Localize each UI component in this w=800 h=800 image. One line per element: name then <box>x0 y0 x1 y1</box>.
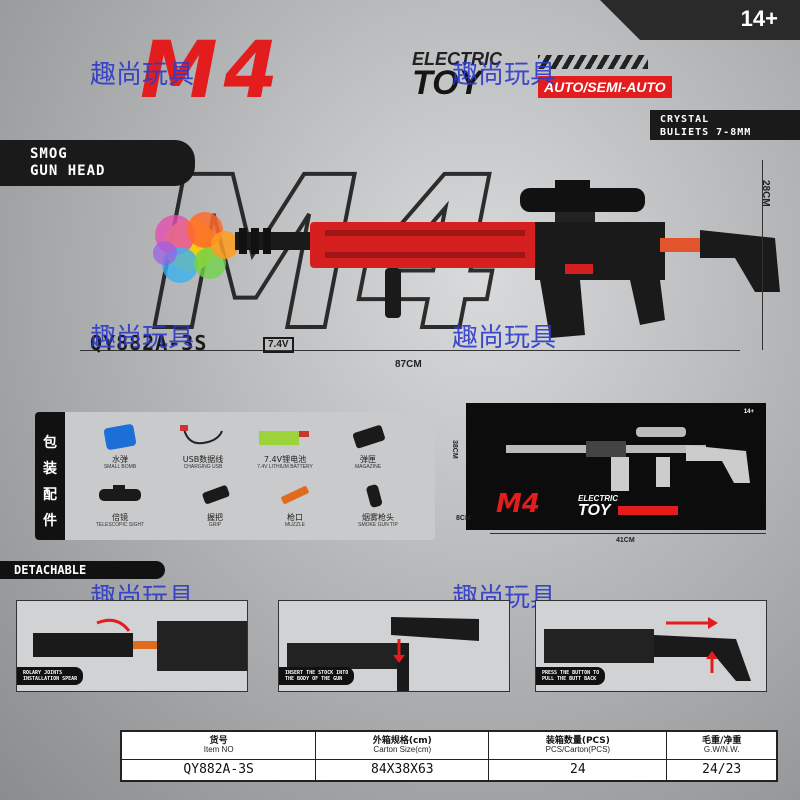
height-dimension-line <box>762 160 763 350</box>
muzzle-icon <box>281 486 309 504</box>
box-width-line <box>490 533 766 534</box>
accessory-magazine: 弹匣 MAGAZINE <box>328 423 408 470</box>
watermark: 趣尚玩具 <box>90 60 195 90</box>
length-label: 87CM <box>395 359 422 370</box>
battery-badge: 7.4V <box>263 337 294 353</box>
model-number: QY882A-3S <box>90 331 208 355</box>
accessory-muzzle: 枪口 MUZZLE <box>255 481 335 528</box>
watermark: 趣尚玩具 <box>90 323 195 353</box>
accessories-label: 包 装 配 件 <box>35 412 65 540</box>
box-logo-m4: M4 <box>496 489 540 519</box>
table-header-cell: 装箱数量(PCS)PCS/Carton(PCS) <box>488 731 668 760</box>
accessory-scope: 倍镜 TELESCOPIC SIGHT <box>80 481 160 528</box>
crystal-line1: CRYSTAL <box>660 114 710 125</box>
corner-panel <box>600 0 800 40</box>
accessory-smoke-tip: 烟雾枪头 SMOKE GUN TIP <box>338 481 418 528</box>
table-row: QY882A-3S 84X38X63 24 24/23 <box>120 758 777 782</box>
table-header-cell: 外箱规格(cm)Carton Size(cm) <box>315 731 490 760</box>
table-cell: QY882A-3S <box>120 758 317 782</box>
crystal-bullets-badge: CRYSTAL BULIETS 7-8MM <box>650 110 800 140</box>
age-rating: 14+ <box>740 6 778 31</box>
packaging-box: M4 ELECTRIC TOY 14+ <box>466 403 766 530</box>
step2-icon <box>287 617 479 691</box>
step2-caption: INSERT THE STOCK INTO THE BODY OF THE GU… <box>279 667 355 685</box>
accessory-battery: 7.4V锂电池 7.4V LITHIUM BATTERY <box>245 423 325 470</box>
step-pull-butt: PRESS THE BUTTON TO PULL THE BUTT BACK <box>535 600 767 692</box>
detachable-header: DETACHABLE <box>0 561 165 579</box>
usb-cable-icon <box>180 425 223 445</box>
table-cell: 84X38X63 <box>315 758 490 782</box>
step1-caption: ROLARY JOINTS INSTALLATION SPEAR <box>17 667 84 685</box>
step3-icon <box>544 617 751 681</box>
box-age: 14+ <box>743 409 754 415</box>
table-cell: 24/23 <box>666 758 777 782</box>
step1-icon <box>33 618 247 671</box>
battery-icon <box>259 431 309 445</box>
smoke-tip-icon <box>366 484 383 508</box>
grip-icon <box>202 485 230 504</box>
box-logo-electric: ELECTRIC <box>578 494 618 503</box>
step3-caption: PRESS THE BUTTON TO PULL THE BUTT BACK <box>536 667 606 685</box>
watermark: 趣尚玩具 <box>452 323 557 353</box>
water-bombs-icon <box>103 424 137 450</box>
box-logo-toy: TOY <box>578 502 611 519</box>
scope-icon <box>99 485 141 501</box>
box-height-label: 38CM <box>451 440 458 459</box>
accessory-water-bombs: 水弹 SMALL BOMB <box>80 423 160 470</box>
step-insert-stock: INSERT THE STOCK INTO THE BODY OF THE GU… <box>278 600 510 692</box>
smog-line1: SMOG <box>30 146 68 162</box>
watermark: 趣尚玩具 <box>452 60 557 90</box>
box-mode-badge <box>618 506 678 515</box>
crystal-line2: BULIETS 7-8MM <box>660 127 752 138</box>
logo-electric: ELECTRIC <box>412 49 502 69</box>
step-rotary-joints: ROLARY JOINTS INSTALLATION SPEAR <box>16 600 248 692</box>
box-width-label: 41CM <box>616 537 635 544</box>
table-cell: 24 <box>488 758 668 782</box>
smog-badge: SMOG GUN HEAD <box>0 140 195 186</box>
smoke-cloud-icon <box>153 212 239 283</box>
box-depth-label: 8CM <box>456 515 471 522</box>
logo-stripes <box>538 55 648 69</box>
magazine-icon <box>352 425 385 449</box>
accessory-usb-cable: USB数据线 CHARGING USB <box>163 423 243 470</box>
height-label: 28CM <box>760 180 771 207</box>
accessory-grip: 握把 GRIP <box>175 481 255 528</box>
logo-toy: TOY <box>412 64 482 102</box>
logo-m4: M4 <box>140 26 284 116</box>
mode-badge: AUTO/SEMI-AUTO <box>538 76 672 98</box>
gun-image <box>235 180 780 338</box>
box-gun-icon <box>506 427 750 491</box>
length-dimension-line <box>80 350 740 351</box>
smog-line2: GUN HEAD <box>30 163 106 179</box>
